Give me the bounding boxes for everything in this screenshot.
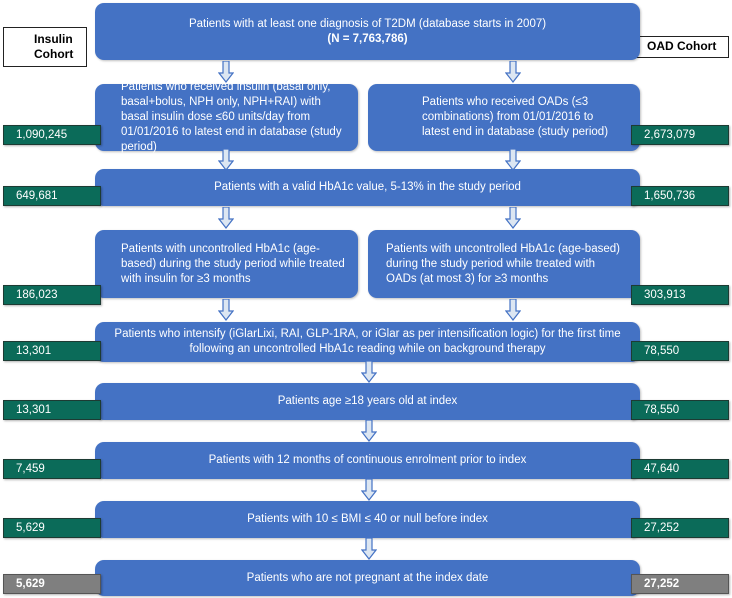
step-insulin-received-box: Patients who received insulin (basal onl… [95,81,358,153]
oad-count-hba1c-valid: 1,650,736 [631,186,729,206]
down-arrow-icon [505,299,521,321]
insulin-count-intensify: 13,301 [3,341,101,361]
down-arrow-icon [218,299,234,321]
step-hba1c-valid-box: Patients with a valid HbA1c value, 5-13%… [95,169,640,206]
oad-cohort-label: OAD Cohort [631,36,729,58]
down-arrow-icon [218,61,234,83]
down-arrow-icon [361,420,377,442]
down-arrow-icon [218,149,234,171]
down-arrow-icon [218,207,234,229]
step-insulin-received-text: Patients who received insulin (basal onl… [121,81,342,153]
step-enrolment-text: Patients with 12 months of continuous en… [208,454,527,466]
oad-count-uncontrolled: 303,913 [631,285,729,305]
step-oad-received-text: Patients who received OADs (≤3 combinati… [422,96,609,138]
insulin-cohort-label: Insulin Cohort [3,27,87,67]
step-t2dm-text: Patients with at least one diagnosis of … [188,17,547,30]
step-age-box: Patients age ≥18 years old at index [95,383,640,420]
insulin-count-hba1c-valid: 649,681 [3,186,101,206]
oad-count-age: 78,550 [631,400,729,420]
step-insulin-uncontrolled-text: Patients with uncontrolled HbA1c (age-ba… [121,242,345,285]
down-arrow-icon [361,479,377,501]
insulin-count-bmi: 5,629 [3,518,101,538]
insulin-count-age: 13,301 [3,400,101,420]
oad-count-enrolment: 47,640 [631,459,729,479]
oad-count-received: 2,673,079 [631,125,729,145]
step-insulin-uncontrolled-box: Patients with uncontrolled HbA1c (age-ba… [95,230,358,298]
step-bmi-box: Patients with 10 ≤ BMI ≤ 40 or null befo… [95,501,640,538]
step-bmi-text: Patients with 10 ≤ BMI ≤ 40 or null befo… [247,513,488,525]
step-oad-received-box: Patients who received OADs (≤3 combinati… [368,84,640,151]
step-hba1c-valid-text: Patients with a valid HbA1c value, 5-13%… [214,181,521,193]
oad-count-intensify: 78,550 [631,341,729,361]
step-enrolment-box: Patients with 12 months of continuous en… [95,442,640,479]
insulin-count-received: 1,090,245 [3,125,101,145]
down-arrow-icon [505,149,521,171]
step-pregnant-text: Patients who are not pregnant at the ind… [246,571,489,584]
down-arrow-icon [361,361,377,383]
oad-count-bmi: 27,252 [631,518,729,538]
step-age-text: Patients age ≥18 years old at index [277,395,458,407]
step-intensify-box: Patients who intensify (iGlarLixi, RAI, … [95,322,640,362]
insulin-count-enrolment: 7,459 [3,459,101,479]
down-arrow-icon [505,207,521,229]
insulin-cohort-text: Insulin Cohort [34,32,74,61]
step-t2dm-box: Patients with at least one diagnosis of … [95,3,640,60]
insulin-count-uncontrolled: 186,023 [3,285,101,305]
oad-count-final: 27,252 [631,574,729,594]
step-t2dm-n: (N = 7,763,786) [327,32,408,45]
step-pregnant-box: Patients who are not pregnant at the ind… [95,560,640,596]
down-arrow-icon [361,538,377,560]
insulin-count-final: 5,629 [3,574,101,594]
step-intensify-text: Patients who intensify (iGlarLixi, RAI, … [114,328,621,355]
step-oad-uncontrolled-text: Patients with uncontrolled HbA1c (age-ba… [386,242,620,285]
down-arrow-icon [505,61,521,83]
step-oad-uncontrolled-box: Patients with uncontrolled HbA1c (age-ba… [368,230,640,298]
oad-cohort-text: OAD Cohort [647,39,717,53]
